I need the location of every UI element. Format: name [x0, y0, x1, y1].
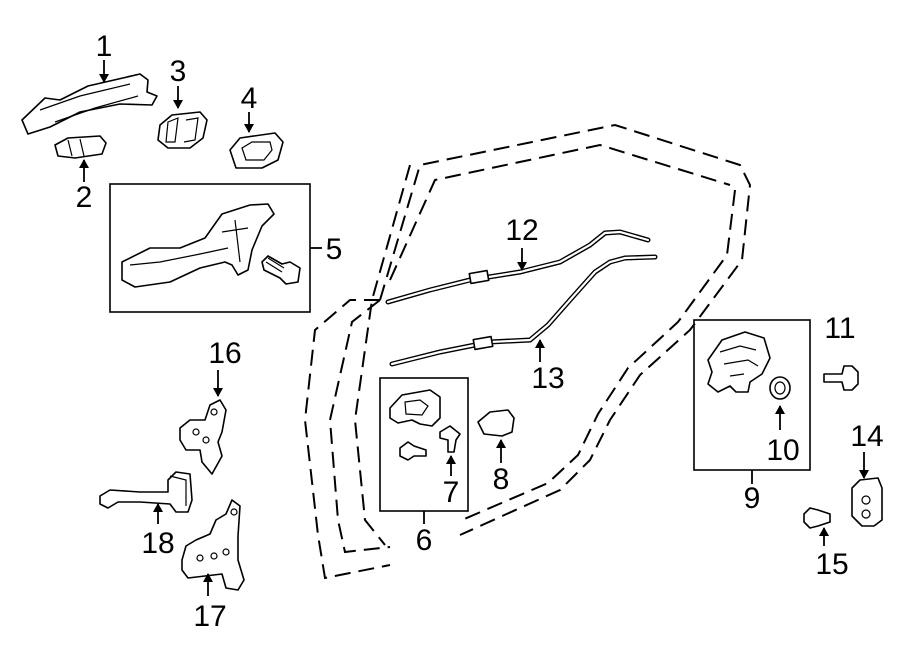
striker-bolt: [823, 365, 859, 391]
callout-17: 17: [193, 600, 226, 633]
door-lock-actuator: [707, 331, 771, 393]
handle-bolt: [261, 255, 301, 285]
rear-door-outline: [303, 123, 752, 580]
door-check: [99, 471, 193, 513]
callout-8: 8: [493, 463, 510, 496]
callout-6: 6: [416, 524, 433, 557]
callout-16: 16: [208, 337, 241, 370]
inside-handle-screw: [399, 441, 427, 461]
door-striker: [851, 477, 883, 527]
upper-lock-cable: [385, 229, 651, 305]
lower-hinge: [181, 499, 245, 591]
callout-14: 14: [850, 420, 883, 453]
handle-reinforcement: [121, 203, 275, 288]
callout-5: 5: [326, 233, 343, 266]
callout-12: 12: [505, 214, 538, 247]
callout-1: 1: [96, 30, 113, 63]
handle-cover: [54, 135, 107, 159]
callout-10: 10: [766, 434, 799, 467]
callout-7: 7: [443, 476, 460, 509]
callout-18: 18: [141, 527, 174, 560]
inside-handle: [389, 389, 441, 427]
callout-4: 4: [241, 82, 258, 115]
handle-bezel: [477, 409, 515, 437]
outside-handle-frame: [21, 73, 158, 135]
callout-9: 9: [744, 482, 761, 515]
screw-7: [439, 425, 461, 453]
upper-hinge: [179, 399, 227, 475]
striker-screw: [803, 507, 831, 529]
callout-11: 11: [824, 312, 855, 345]
handle-pad: [157, 111, 208, 149]
callout-3: 3: [170, 55, 187, 88]
handle-gasket: [229, 132, 284, 169]
callout-13: 13: [531, 362, 564, 395]
callout-15: 15: [815, 548, 848, 581]
actuator-bushing: [769, 376, 791, 400]
lower-lock-cable: [389, 254, 658, 367]
callout-2: 2: [76, 181, 93, 214]
